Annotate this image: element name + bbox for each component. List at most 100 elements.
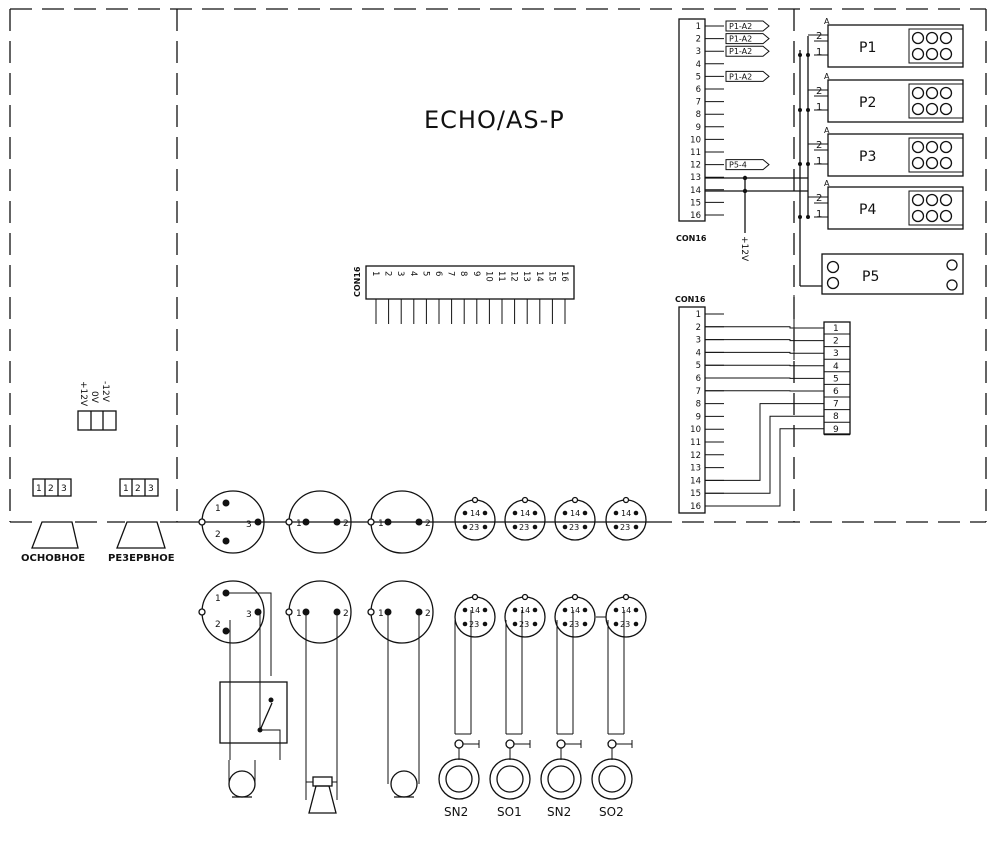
relay-p5-label: P5 xyxy=(862,269,879,285)
power-label-minus12v: -12V xyxy=(100,381,110,403)
pin-number: 16 xyxy=(690,502,701,512)
pin-number: 11 xyxy=(496,271,506,282)
terminal-pin: 1 xyxy=(36,484,42,494)
pin-number: 2 xyxy=(696,323,701,333)
relay-marker: A xyxy=(824,126,830,135)
relay-name: P4 xyxy=(859,202,876,218)
din-pin xyxy=(562,621,568,627)
relay-pin-label: 2 xyxy=(816,86,822,97)
din-pin xyxy=(582,524,588,530)
din-pin xyxy=(613,607,619,613)
supply-label-12v: +12V xyxy=(739,236,749,262)
enclosure-outline xyxy=(9,8,987,523)
microphone-icon xyxy=(228,770,256,798)
relay-contact xyxy=(939,102,953,116)
relay-contact xyxy=(925,102,939,116)
din-pin xyxy=(482,510,488,516)
relay-contact xyxy=(911,31,925,45)
din-pin xyxy=(462,524,468,530)
relay-contact xyxy=(911,209,925,223)
signal-flag xyxy=(725,33,770,45)
relay-contact xyxy=(925,47,939,61)
con-db9-wire xyxy=(705,364,824,367)
din-pin-label: 23 xyxy=(469,523,479,532)
din-key xyxy=(622,496,630,504)
din-connector-shell xyxy=(454,499,496,541)
pin-number: 16 xyxy=(690,211,701,221)
relay-body xyxy=(827,186,964,230)
db9-pin-number: 2 xyxy=(833,337,839,347)
din-pin xyxy=(633,510,639,516)
din-pin-label: 23 xyxy=(519,523,529,532)
xlr-pin-label: 1 xyxy=(215,504,221,514)
din-pin xyxy=(512,607,518,613)
signal-flag-label: P1-A2 xyxy=(729,35,752,44)
relay-contact xyxy=(925,86,939,100)
din-pin xyxy=(582,510,588,516)
din-pin-label: 23 xyxy=(569,523,579,532)
relay-p5: P5 xyxy=(821,253,964,295)
din-pin xyxy=(562,510,568,516)
terminal-block-right: 1 2 3 xyxy=(119,478,159,497)
din-pin xyxy=(582,621,588,627)
mains-connector-left: OCHOBHOE xyxy=(21,521,85,564)
relay-pin-label: 1 xyxy=(816,209,822,220)
relay-contact xyxy=(911,140,925,154)
din-pin-label: 14 xyxy=(470,509,480,518)
mains-label-left: OCHOBHOE xyxy=(21,553,85,564)
db9-pin-number: 6 xyxy=(833,387,839,397)
sensor-ring-icon xyxy=(547,765,575,793)
din-pin xyxy=(482,621,488,627)
din-pin-label: 23 xyxy=(620,523,630,532)
xlr-pin-label: 2 xyxy=(425,519,431,529)
din-pin xyxy=(633,621,639,627)
signal-flag-label: P1-A2 xyxy=(729,47,752,56)
din-key xyxy=(571,496,579,504)
mid-con16-label: CON16 xyxy=(353,266,362,297)
microphone-icon xyxy=(390,770,418,798)
din-pin-label: 23 xyxy=(519,620,529,629)
relay-contact-block xyxy=(908,137,964,173)
din-pin xyxy=(633,607,639,613)
power-label-0v: 0V xyxy=(89,391,99,404)
pin-number: 14 xyxy=(690,476,701,486)
din-connector-shell xyxy=(605,499,647,541)
pin-number: 15 xyxy=(690,198,701,208)
relay-contact xyxy=(911,156,925,170)
din-key xyxy=(521,593,529,601)
pin-number: 4 xyxy=(696,348,701,358)
pin-number: 5 xyxy=(696,361,701,371)
con16-db9-wiring xyxy=(705,295,824,507)
din-key xyxy=(571,593,579,601)
din-pin xyxy=(482,607,488,613)
relay-contact xyxy=(939,193,953,207)
pin-number: 1 xyxy=(696,22,701,32)
relay-pin-label: 1 xyxy=(816,102,822,113)
switch-contact xyxy=(268,697,274,703)
pin-number: 4 xyxy=(696,60,701,70)
xlr-pin-label: 1 xyxy=(378,609,384,619)
xlr-pin-label: 1 xyxy=(215,594,221,604)
signal-flag xyxy=(725,70,770,82)
xlr-pin-label: 2 xyxy=(343,519,349,529)
din-key xyxy=(471,593,479,601)
relay-contact xyxy=(911,102,925,116)
sensor-ring-icon xyxy=(438,758,480,800)
mains-connector-right: PE3EPBHOE xyxy=(108,521,175,564)
terminal-pin: 3 xyxy=(61,484,67,494)
din-pin xyxy=(613,510,619,516)
terminal-pin: 2 xyxy=(48,484,54,494)
din-pin xyxy=(532,524,538,530)
relay-contact-block xyxy=(908,83,964,119)
relay-pin-label: 2 xyxy=(816,31,822,42)
xlr-key xyxy=(198,518,206,526)
signal-flag xyxy=(725,45,770,57)
pin-number: 10 xyxy=(483,271,493,282)
sensor-ring-icon xyxy=(591,758,633,800)
pin-number: 9 xyxy=(696,412,701,422)
relay-pin-label: 1 xyxy=(816,156,822,167)
relay-body xyxy=(827,133,964,177)
sensor-ring-icon xyxy=(540,758,582,800)
